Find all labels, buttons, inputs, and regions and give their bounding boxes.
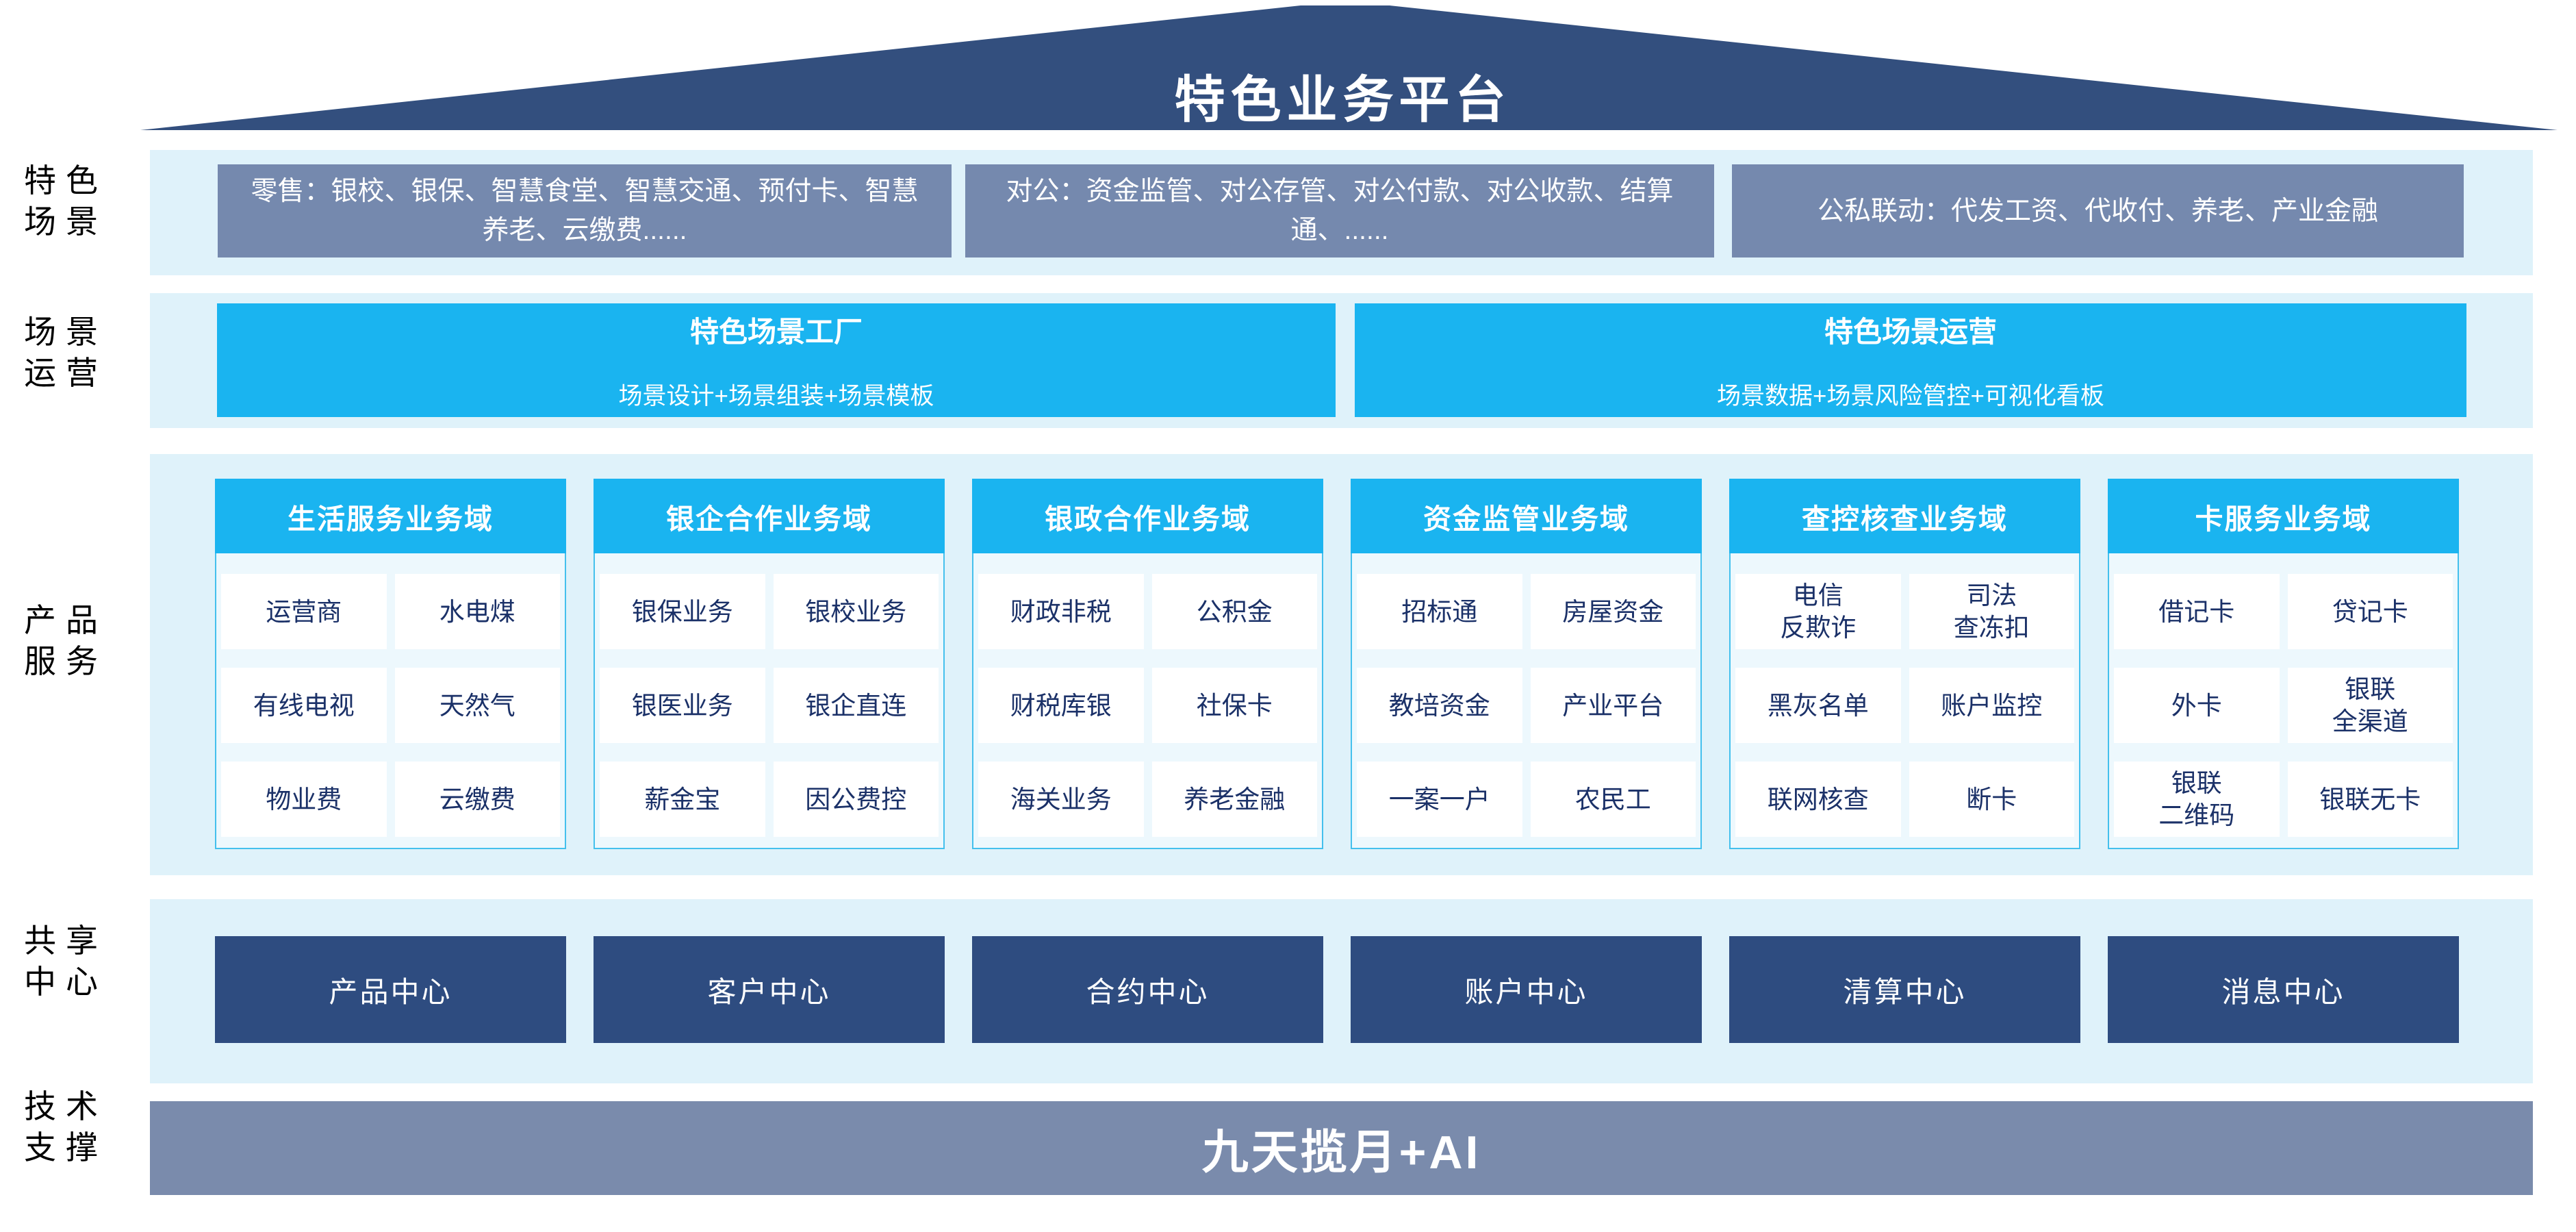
product-column-card-services: 卡服务业务域 借记卡 贷记卡 外卡 银联 全渠道 银联 二维码 银联无卡	[2108, 479, 2459, 849]
product-cell: 天然气	[394, 668, 560, 743]
product-cell: 银保业务	[600, 574, 765, 649]
product-cell: 招标通	[1357, 574, 1522, 649]
product-cell: 银联无卡	[2287, 762, 2453, 837]
product-cell: 社保卡	[1151, 668, 1317, 743]
product-column-header: 卡服务业务域	[2108, 479, 2459, 553]
shared-center-message: 消息中心	[2108, 936, 2459, 1043]
product-column-header: 查控核查业务域	[1729, 479, 2080, 553]
product-column-panel: 借记卡 贷记卡 外卡 银联 全渠道 银联 二维码 银联无卡	[2108, 553, 2459, 849]
product-cell: 银企直连	[773, 668, 939, 743]
product-column-fund-supervision: 资金监管业务域 招标通 房屋资金 教培资金 产业平台 一案一户 农民工	[1351, 479, 1702, 849]
product-cell: 银联 全渠道	[2287, 668, 2453, 743]
product-column-life-services: 生活服务业务域 运营商 水电煤 有线电视 天然气 物业费 云缴费	[215, 479, 566, 849]
product-column-panel: 银保业务 银校业务 银医业务 银企直连 薪金宝 因公费控	[594, 553, 945, 849]
platform-title: 特色业务平台	[1174, 71, 1512, 128]
product-cell: 薪金宝	[600, 762, 765, 837]
product-column-inquiry-control: 查控核查业务域 电信 反欺诈 司法 查冻扣 黑灰名单 账户监控 联网核查 断卡	[1729, 479, 2080, 849]
product-cell: 黑灰名单	[1735, 668, 1901, 743]
product-cell: 云缴费	[394, 762, 560, 837]
scenario-box-linkage: 公私联动：代发工资、代收付、养老、产业金融	[1732, 164, 2464, 257]
scenario-box-retail: 零售：银校、银保、智慧食堂、智慧交通、预付卡、智慧养老、云缴费......	[218, 164, 952, 257]
shared-center-account: 账户中心	[1351, 936, 1702, 1043]
product-cell: 断卡	[1909, 762, 2074, 837]
shared-center-clearing: 清算中心	[1729, 936, 2080, 1043]
roof-shape	[140, 5, 2558, 130]
product-cell: 水电煤	[394, 574, 560, 649]
product-cell: 海关业务	[978, 762, 1144, 837]
side-label-scenarios: 特色 场景	[24, 162, 107, 240]
product-cell: 养老金融	[1151, 762, 1317, 837]
op-box-subtitle: 场景设计+场景组装+场景模板	[618, 383, 934, 410]
product-cell: 财税库银	[978, 668, 1144, 743]
product-cell: 物业费	[221, 762, 387, 837]
product-column-panel: 运营商 水电煤 有线电视 天然气 物业费 云缴费	[215, 553, 566, 849]
scenario-box-corporate: 对公：资金监管、对公存管、对公付款、对公收款、结算通、......	[965, 164, 1714, 257]
product-column-header: 资金监管业务域	[1351, 479, 1702, 553]
product-column-header: 银政合作业务域	[972, 479, 1323, 553]
side-label-products: 产品 服务	[24, 602, 107, 679]
product-cell: 运营商	[221, 574, 387, 649]
product-cell: 一案一户	[1357, 762, 1522, 837]
product-cell: 借记卡	[2114, 574, 2280, 649]
product-cell: 外卡	[2114, 668, 2280, 743]
product-column-header: 生活服务业务域	[215, 479, 566, 553]
product-cell: 账户监控	[1909, 668, 2074, 743]
op-box-title: 特色场景运营	[1824, 316, 1997, 348]
product-cell: 电信 反欺诈	[1735, 574, 1901, 649]
shared-center-customer: 客户中心	[594, 936, 945, 1043]
product-cell: 农民工	[1530, 762, 1696, 837]
product-column-panel: 电信 反欺诈 司法 查冻扣 黑灰名单 账户监控 联网核查 断卡	[1729, 553, 2080, 849]
side-label-shared: 共享 中心	[24, 922, 107, 1000]
product-column-bank-government: 银政合作业务域 财政非税 公积金 财税库银 社保卡 海关业务 养老金融	[972, 479, 1323, 849]
shared-center-product: 产品中心	[215, 936, 566, 1043]
side-label-tech: 技术 支撑	[24, 1088, 107, 1166]
product-cell: 因公费控	[773, 762, 939, 837]
product-cell: 银校业务	[773, 574, 939, 649]
op-box-scene-factory: 特色场景工厂 场景设计+场景组装+场景模板	[217, 303, 1336, 417]
product-column-bank-enterprise: 银企合作业务域 银保业务 银校业务 银医业务 银企直连 薪金宝 因公费控	[594, 479, 945, 849]
product-cell: 有线电视	[221, 668, 387, 743]
op-box-title: 特色场景工厂	[689, 316, 863, 348]
product-cell: 产业平台	[1530, 668, 1696, 743]
product-column-panel: 招标通 房屋资金 教培资金 产业平台 一案一户 农民工	[1351, 553, 1702, 849]
side-label-operations: 场景 运营	[24, 314, 107, 391]
product-cell: 银联 二维码	[2114, 762, 2280, 837]
op-box-scene-operation: 特色场景运营 场景数据+场景风险管控+可视化看板	[1355, 303, 2466, 417]
shared-center-contract: 合约中心	[972, 936, 1323, 1043]
product-cell: 银医业务	[600, 668, 765, 743]
op-box-subtitle: 场景数据+场景风险管控+可视化看板	[1717, 383, 2104, 410]
tech-support-band: 九天揽月+AI	[150, 1101, 2533, 1195]
product-cell: 贷记卡	[2287, 574, 2453, 649]
product-cell: 教培资金	[1357, 668, 1522, 743]
product-cell: 财政非税	[978, 574, 1144, 649]
product-column-panel: 财政非税 公积金 财税库银 社保卡 海关业务 养老金融	[972, 553, 1323, 849]
product-column-header: 银企合作业务域	[594, 479, 945, 553]
product-cell: 司法 查冻扣	[1909, 574, 2074, 649]
product-cell: 联网核查	[1735, 762, 1901, 837]
product-cell: 房屋资金	[1530, 574, 1696, 649]
product-cell: 公积金	[1151, 574, 1317, 649]
